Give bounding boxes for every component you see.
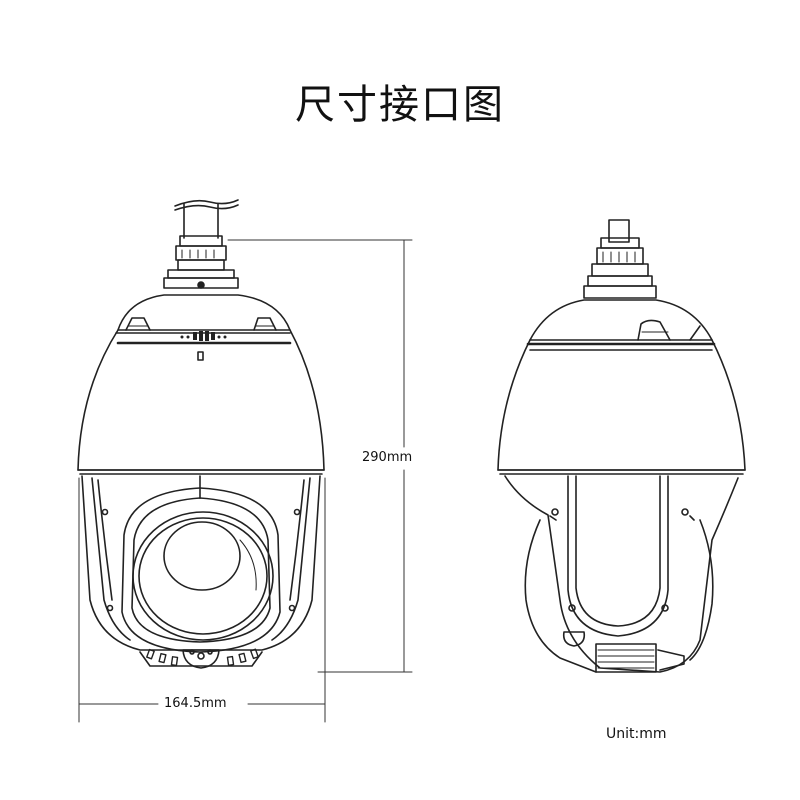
dimension-lines — [78, 239, 413, 723]
side-view-camera — [497, 219, 746, 673]
page-title: 尺寸接口图 — [295, 82, 505, 128]
height-dimension-label: 290mm — [362, 450, 413, 465]
width-dimension-label: 164.5mm — [164, 696, 227, 711]
front-view-camera — [77, 199, 325, 669]
unit-note: Unit:mm — [606, 726, 667, 742]
